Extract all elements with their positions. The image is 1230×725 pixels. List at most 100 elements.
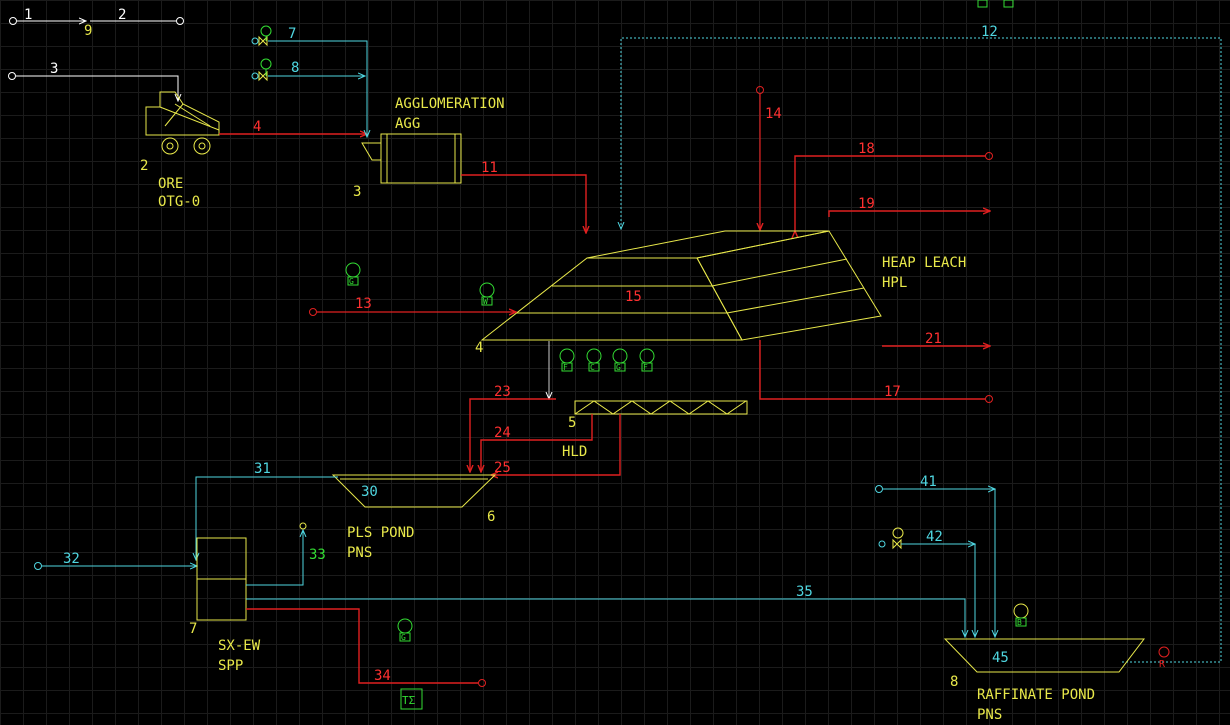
stream-41[interactable]: 41 (875, 474, 996, 637)
stream-1-2[interactable]: 1 2 9 (9, 7, 184, 39)
svg-text:F: F (643, 363, 648, 372)
generator-icon: G (397, 618, 413, 642)
bulb-icon: F (559, 348, 575, 372)
sx-ew-name: SX-EW (218, 638, 261, 654)
stream-4[interactable]: 4 (219, 119, 367, 135)
stream-label-19: 19 (858, 196, 875, 212)
stream-label-25: 25 (494, 460, 511, 476)
stream-label-30: 30 (361, 484, 378, 500)
agglomeration-name: AGGLOMERATION (395, 96, 505, 112)
stream-14[interactable]: 14 (756, 86, 782, 231)
svg-text:R: R (1159, 659, 1166, 670)
sx-ew-unit[interactable] (196, 537, 247, 621)
unit-label-9: 9 (84, 23, 92, 39)
stream-label-24: 24 (494, 425, 511, 441)
stream-label-17: 17 (884, 384, 901, 400)
stream-label-32: 32 (63, 551, 80, 567)
svg-text:W: W (483, 297, 488, 306)
stream-33[interactable]: 33 (246, 522, 326, 586)
stream-7[interactable]: 7 (251, 25, 367, 137)
stream-label-18: 18 (858, 141, 875, 157)
bulb-icon: G (612, 348, 628, 372)
stream-label-23: 23 (494, 384, 511, 400)
hld-name: HLD (562, 444, 587, 460)
node-icon (1003, 0, 1014, 8)
generator-icon: G (345, 262, 361, 286)
pls-pond-number: 6 (487, 509, 495, 525)
bulb-icon: C (586, 348, 602, 372)
stream-3[interactable]: 3 (8, 61, 179, 101)
stream-label-35: 35 (796, 584, 813, 600)
stream-34[interactable]: 34 (246, 608, 486, 687)
stream-21[interactable]: 21 (882, 331, 990, 347)
heap-leach-name: HEAP LEACH (882, 255, 966, 271)
stream-label-21: 21 (925, 331, 942, 347)
stream-label-13: 13 (355, 296, 372, 312)
pls-pond-code: PNS (347, 545, 372, 561)
raffinate-pond-number: 8 (950, 674, 958, 690)
stream-label-1: 1 (24, 7, 32, 23)
stream-label-8: 8 (291, 60, 299, 76)
svg-text:F: F (563, 363, 568, 372)
raffinate-pond-unit[interactable] (943, 638, 1146, 673)
stream-label-3: 3 (50, 61, 58, 77)
svg-text:G: G (401, 633, 406, 642)
svg-text:G: G (349, 277, 354, 286)
heap-leach-code: HPL (882, 275, 907, 291)
stream-24[interactable]: 24 (481, 414, 593, 472)
stream-25[interactable]: 25 (491, 414, 621, 476)
stream-12[interactable]: 12 (621, 0, 1222, 663)
stream-19[interactable]: 19 (828, 196, 990, 217)
stream-label-4: 4 (253, 119, 261, 135)
sx-ew-number: 7 (189, 621, 197, 637)
raffinate-pond-name: RAFFINATE POND (977, 687, 1095, 703)
agglomeration-number: 3 (353, 184, 361, 200)
stream-label-11: 11 (481, 160, 498, 176)
hld-unit[interactable] (574, 400, 748, 415)
stream-13[interactable]: 13 (309, 296, 517, 316)
agglomeration-code: AGG (395, 116, 420, 132)
svg-text:TΣ: TΣ (402, 694, 416, 707)
stream-42[interactable]: 42 (878, 527, 975, 637)
stream-32[interactable]: 32 (34, 551, 198, 570)
pls-pond-unit[interactable] (331, 474, 497, 508)
bulb-icon: F (639, 348, 655, 372)
bulb-icon: W (479, 282, 495, 306)
stream-label-14: 14 (765, 106, 782, 122)
stream-label-33: 33 (309, 547, 326, 563)
stream-18[interactable]: 18 (795, 141, 993, 231)
bulb-icon: B (1013, 603, 1029, 627)
stream-label-41: 41 (920, 474, 937, 490)
stream-label-2: 2 (118, 7, 126, 23)
stream-label-45: 45 (992, 650, 1009, 666)
stream-31[interactable]: 31 (196, 461, 338, 560)
stream-11[interactable]: 11 (461, 160, 586, 233)
ore-unit[interactable] (145, 91, 220, 155)
sx-ew-code: SPP (218, 658, 243, 674)
stream-label-34: 34 (374, 668, 391, 684)
stream-8[interactable]: 8 (251, 58, 365, 82)
stream-label-12: 12 (981, 24, 998, 40)
agglomeration-unit[interactable] (361, 133, 462, 184)
stream-label-15: 15 (625, 289, 642, 305)
heap-leach-unit[interactable] (480, 230, 882, 341)
red-node-icon: R (1158, 646, 1170, 670)
stream-label-31: 31 (254, 461, 271, 477)
stream-35[interactable]: 35 (246, 584, 965, 637)
stream-17[interactable]: 17 (759, 340, 993, 403)
pls-pond-name: PLS POND (347, 525, 414, 541)
hld-number: 5 (568, 415, 576, 431)
stream-label-7: 7 (288, 26, 296, 42)
sigma-box-icon: TΣ (400, 688, 423, 710)
heap-leach-number: 4 (475, 340, 483, 356)
stream-label-42: 42 (926, 529, 943, 545)
ore-unit-number: 2 (140, 158, 148, 174)
svg-text:G: G (616, 363, 621, 372)
svg-text:C: C (590, 363, 595, 372)
node-icon (977, 0, 988, 8)
svg-text:B: B (1017, 618, 1022, 627)
raffinate-pond-code: PNS (977, 707, 1002, 723)
ore-unit-name: ORE (158, 176, 183, 192)
stream-23[interactable]: 23 (470, 384, 556, 472)
